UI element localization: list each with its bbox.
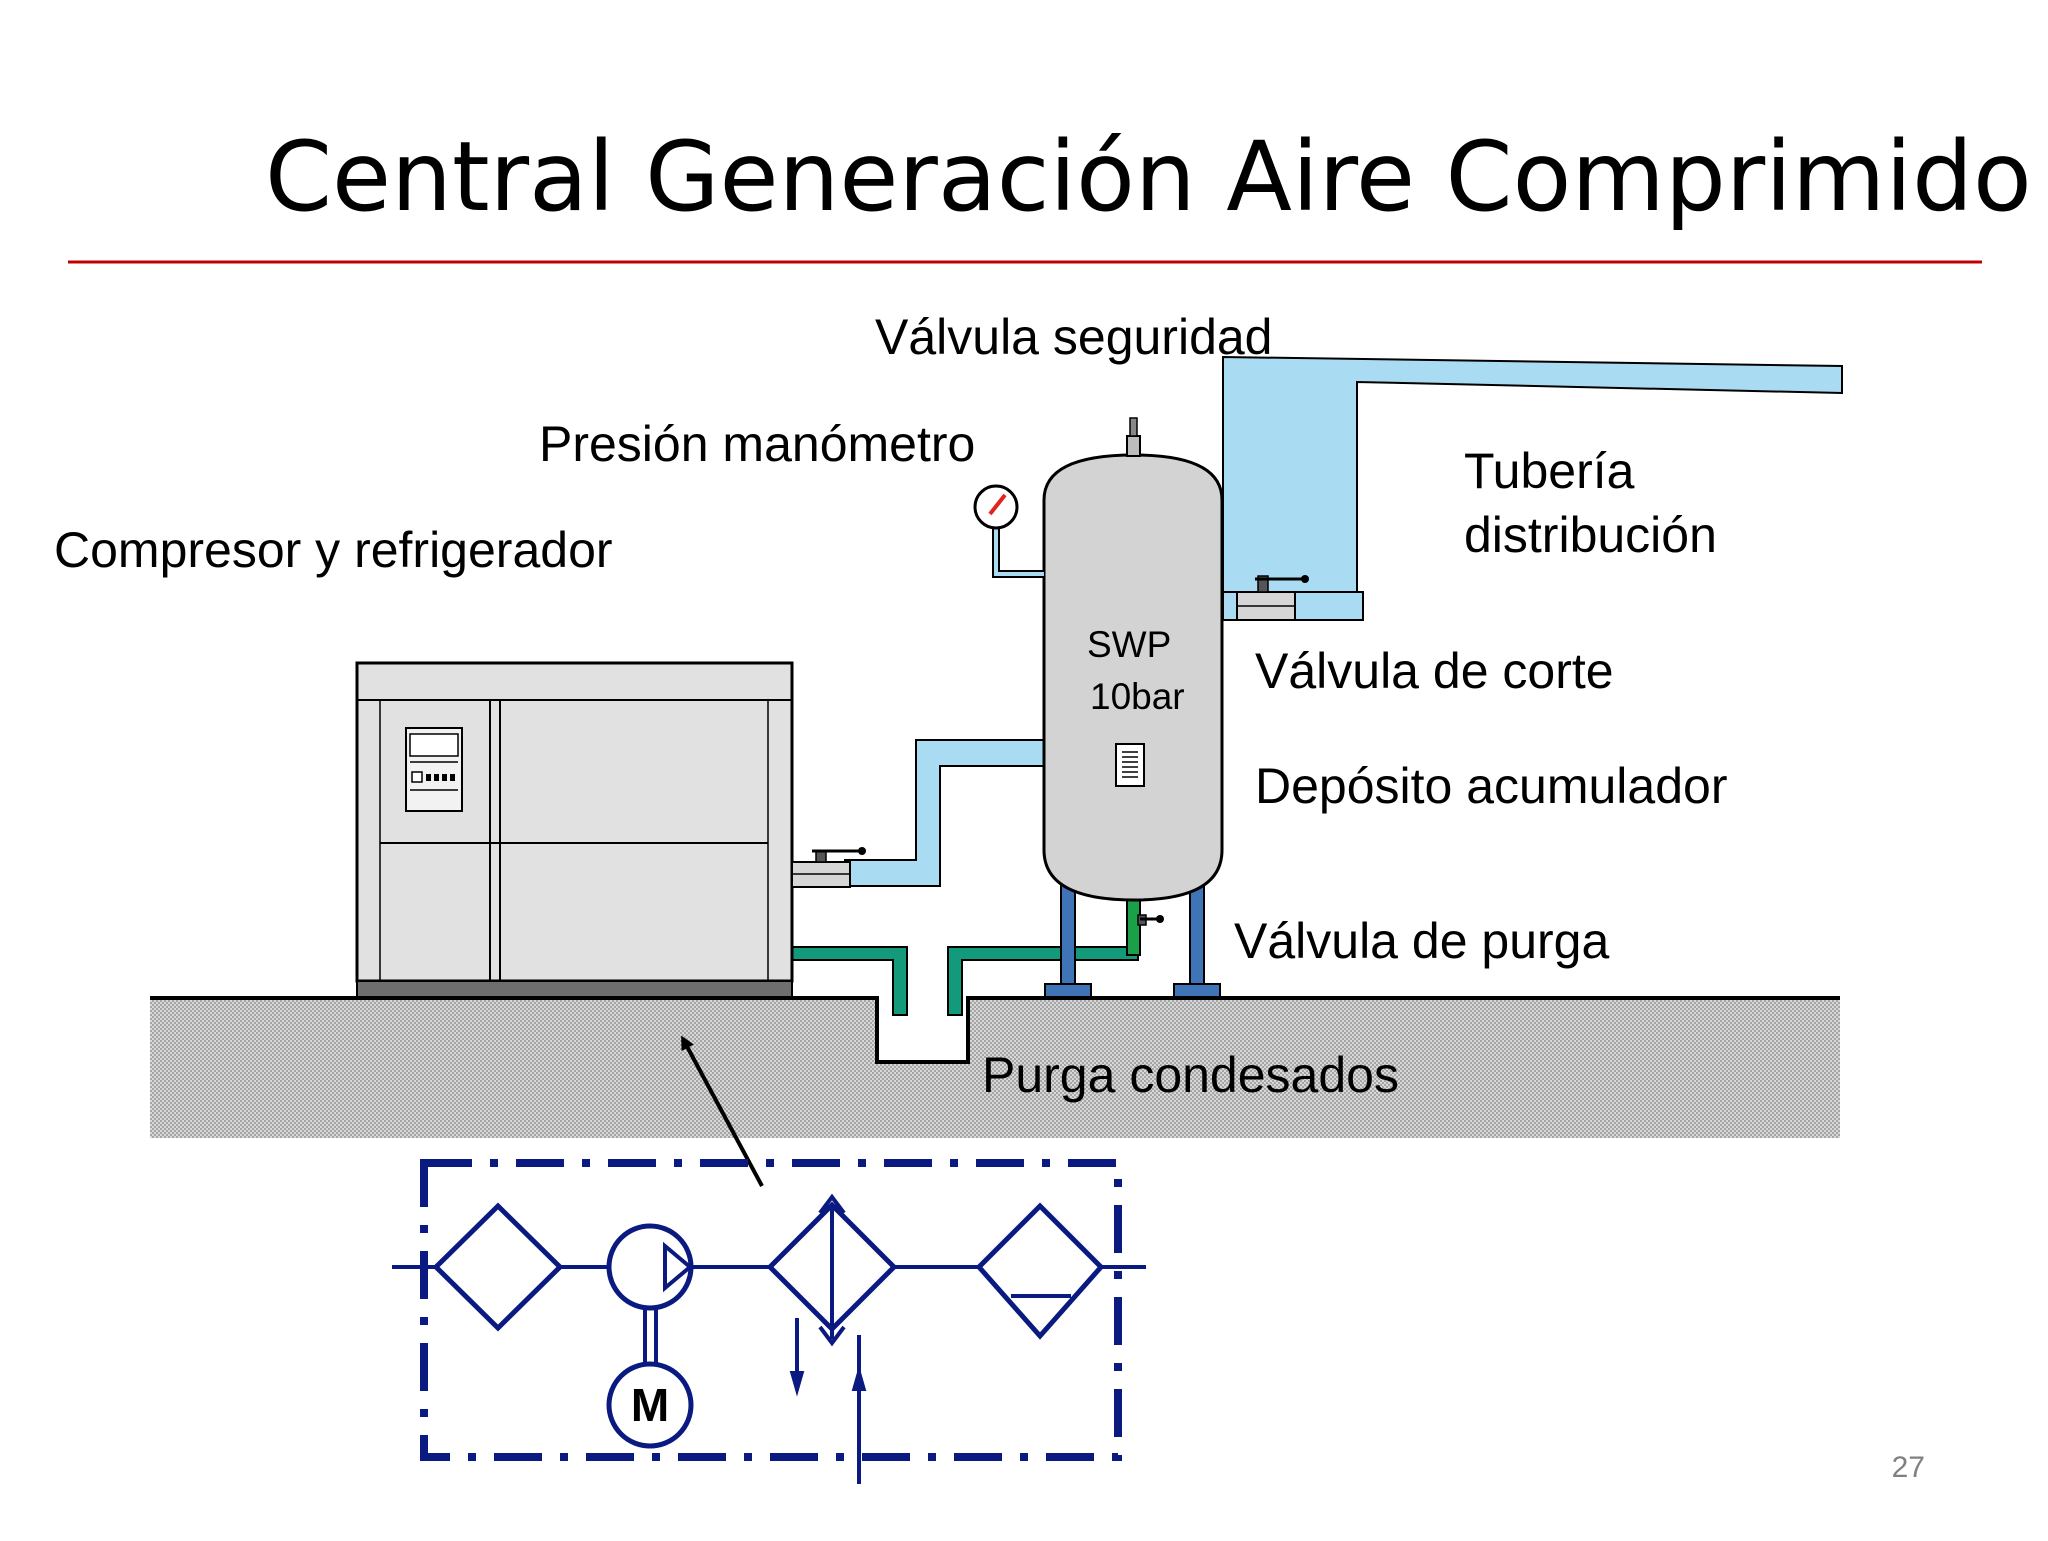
label-tank: Depósito acumulador [1255,758,1728,814]
cooler-symbol [766,1193,898,1484]
condensate-pipes [791,946,1139,1016]
control-panel [405,727,463,812]
compressor-air-pipe [844,739,1051,887]
motor-label: M [631,1379,669,1431]
label-shutoff-valve: Válvula de corte [1255,643,1614,699]
drain-valve [1126,894,1164,956]
label-drain-valve: Válvula de purga [1234,913,1609,969]
compressor-symbol [606,1223,694,1364]
schematic-boundary [420,1159,1122,1461]
pressure-gauge-icon [973,484,1044,578]
page-number: 27 [1892,1451,1925,1484]
label-compressor: Compresor y refrigerador [54,522,613,578]
compressor-refrigerator-unit [355,661,794,998]
tank-tag-line1: SWP [1087,624,1171,665]
filter-symbol [975,1202,1105,1340]
pointer-arrow [681,1035,764,1187]
ball-valve-icon [791,847,866,888]
motor-symbol: M [606,1361,694,1449]
compressor-unit-schematic: M [392,1159,1146,1484]
page-title: Central Generación Aire Comprimido [265,121,2032,233]
label-safety-valve: Válvula seguridad [875,309,1273,365]
label-pipe-line1: Tubería [1464,443,1635,499]
filter-symbol [432,1202,564,1332]
level-indicator-icon [1115,743,1145,787]
tank-tag-line2: 10bar [1090,676,1185,717]
safety-valve-icon [1126,417,1141,457]
ball-valve-icon [1236,575,1309,621]
label-pipe-line2: distribución [1464,507,1717,563]
label-condensate-drain: Purga condesados [982,1047,1399,1103]
accumulator-tank: SWP 10bar [1042,453,1224,902]
label-pressure-gauge: Presión manómetro [539,416,975,472]
